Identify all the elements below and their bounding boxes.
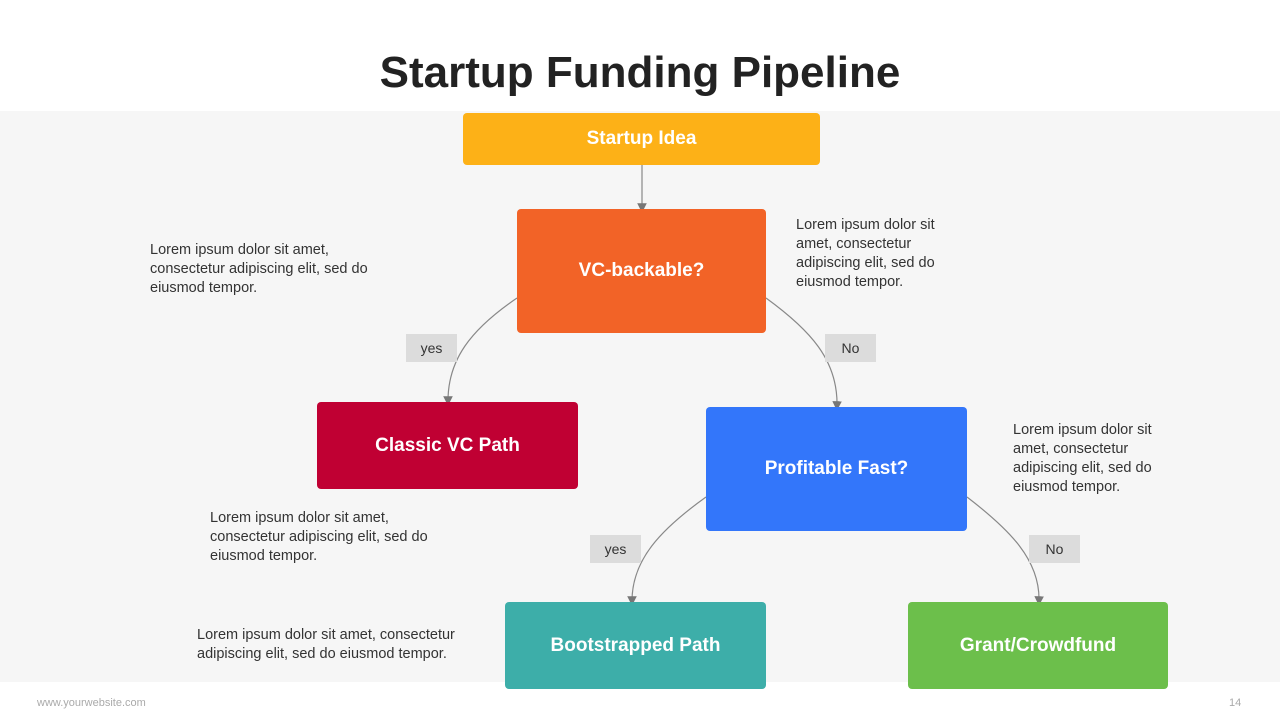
note: Lorem ipsum dolor sit amet, consectetur … <box>796 217 935 290</box>
label-yes: yes <box>406 334 457 362</box>
page-title: Startup Funding Pipeline <box>379 48 901 97</box>
page-number: 14 <box>1229 697 1242 709</box>
label-no: No <box>1029 535 1080 563</box>
label-yes: yes <box>590 535 641 563</box>
node-profitable-fast: Profitable Fast? <box>706 407 967 531</box>
note: Lorem ipsum dolor sit amet, consectetur … <box>150 242 368 296</box>
footer-website: www.yourwebsite.com <box>37 697 146 709</box>
node-startup-idea: Startup Idea <box>463 113 820 165</box>
note: Lorem ipsum dolor sit amet, consectetur … <box>197 627 455 662</box>
node-bootstrapped: Bootstrapped Path <box>505 602 766 689</box>
note: Lorem ipsum dolor sit amet, consectetur … <box>1013 422 1152 495</box>
label-no: No <box>825 334 876 362</box>
node-vc-backable: VC-backable? <box>517 209 766 333</box>
node-grant: Grant/Crowdfund <box>908 602 1168 689</box>
node-classic-vc: Classic VC Path <box>317 402 578 489</box>
note: Lorem ipsum dolor sit amet, consectetur … <box>210 510 428 564</box>
